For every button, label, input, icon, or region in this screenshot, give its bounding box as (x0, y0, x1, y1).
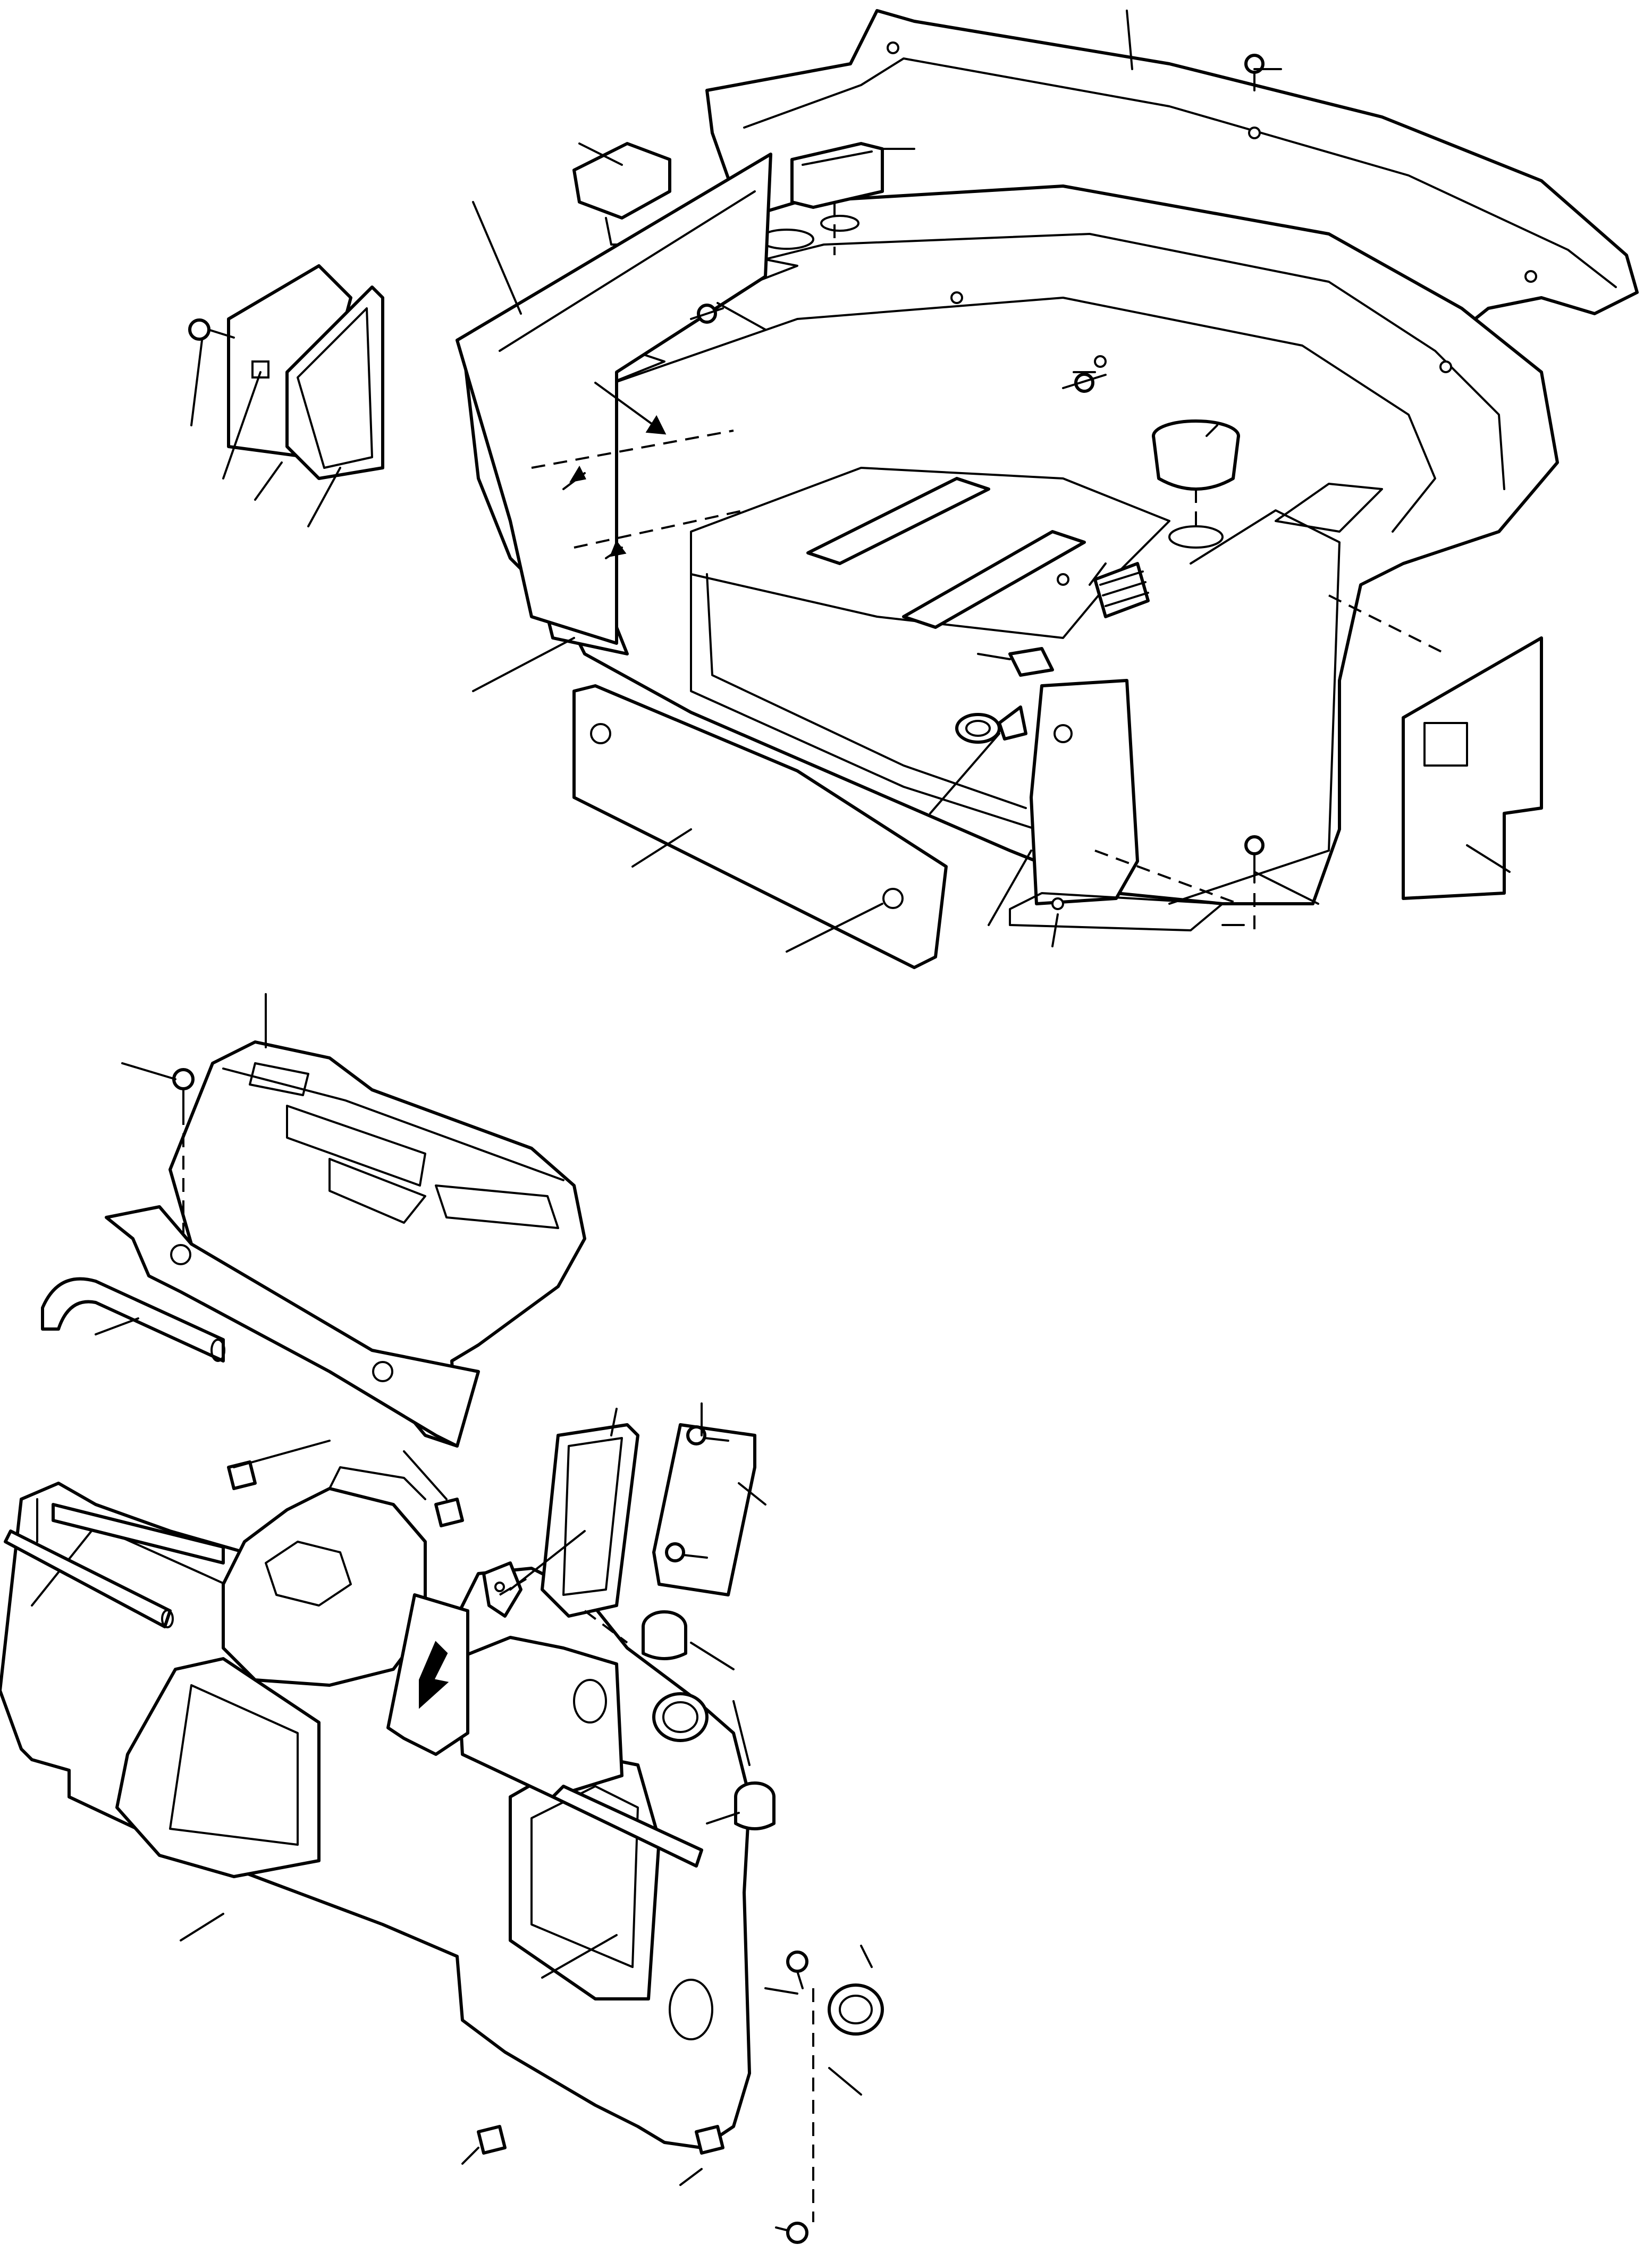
right-bracket (1009, 679, 1224, 931)
clip-nut-4 (695, 2125, 724, 2155)
plug-1 (642, 1610, 687, 1660)
upper-leaders (190, 10, 1511, 953)
upper-storage-box (790, 142, 884, 255)
trunk-tub (461, 184, 1559, 905)
rear-rod (551, 1785, 703, 1868)
left-side-panel (456, 153, 772, 645)
cup-holder (1152, 419, 1240, 549)
lower-box-bracket (52, 1466, 427, 1687)
support-rod (41, 1277, 225, 1363)
floor-bolt (1062, 373, 1107, 393)
tray-bolt (690, 304, 724, 324)
lower-leaders (36, 993, 873, 2186)
lower-gasket (541, 1423, 639, 1618)
clip-nut-2 (434, 1498, 464, 1527)
small-clip (1008, 647, 1054, 677)
right-bolt (1244, 835, 1265, 884)
upper-guides (531, 382, 1446, 936)
lower-bolt-top (786, 1951, 808, 1989)
lock-cylinder (955, 705, 1027, 744)
lower-trim-panel (0, 1482, 751, 2149)
upper-assembly (188, 9, 1639, 969)
hatch-cover (386, 1593, 469, 1756)
right-flap (1402, 636, 1543, 900)
left-gasket (285, 285, 384, 480)
grommet-boot (1093, 562, 1150, 618)
left-bolt (188, 318, 235, 341)
plug-2 (734, 1781, 776, 1830)
lower-assembly (0, 993, 884, 2244)
front-trim-panel (572, 684, 948, 969)
center-console (105, 1040, 586, 1448)
lower-cover-plate (652, 1423, 756, 1596)
cap-grommet (828, 1983, 884, 2036)
lower-rod (4, 1529, 174, 1628)
cover-screw-bottom (665, 1542, 708, 1562)
ring-grommet (652, 1692, 709, 1742)
latch-bracket (482, 1561, 522, 1618)
clip-nut-3 (477, 2125, 507, 2155)
lower-bolt-bottom (775, 2222, 808, 2244)
